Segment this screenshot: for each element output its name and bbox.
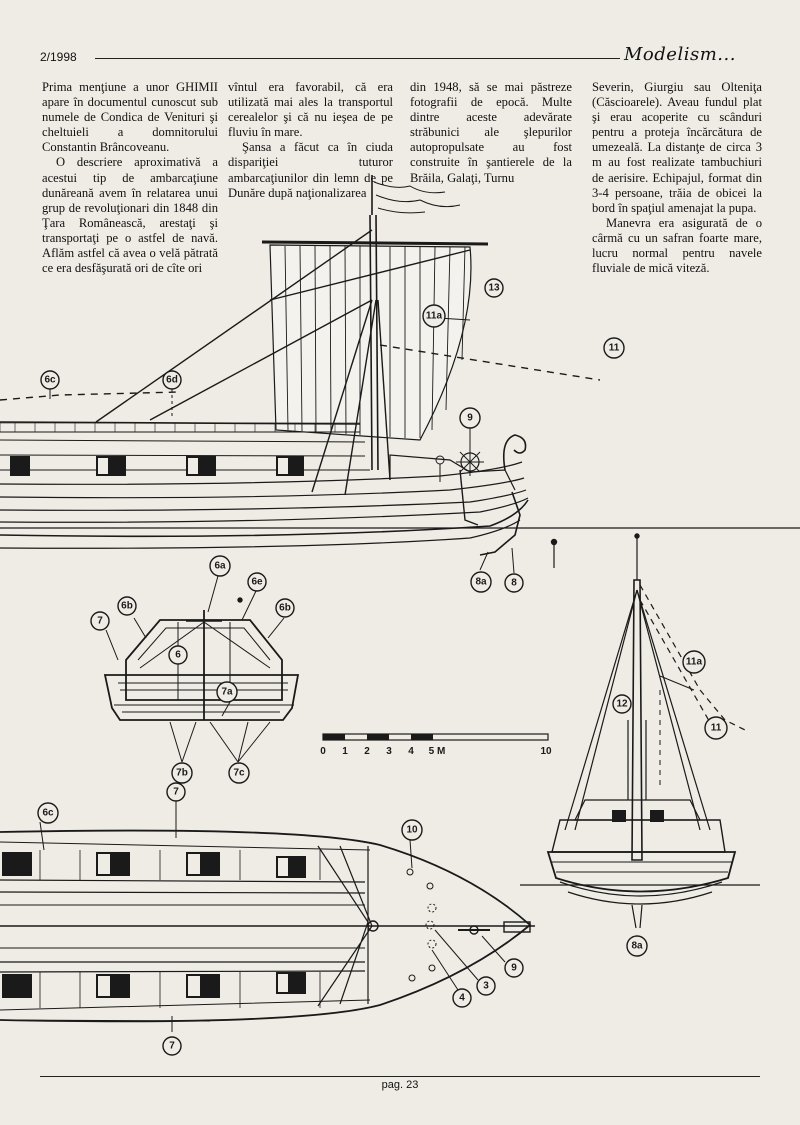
scale-labels: 0 1 2 3 4 5 M 10 bbox=[320, 746, 552, 757]
issue-number: 2/1998 bbox=[40, 50, 77, 64]
header-rule bbox=[95, 58, 620, 59]
paragraph: Severin, Giurgiu sau Olteniţa (Căscioare… bbox=[592, 80, 762, 215]
label-7b: 7b bbox=[176, 768, 188, 779]
label-6b: 6b bbox=[279, 603, 291, 614]
label-11: 11 bbox=[711, 723, 722, 734]
page-number: pag. 23 bbox=[381, 1079, 419, 1091]
footer-rule bbox=[40, 1076, 760, 1077]
label-8a: 8a bbox=[475, 577, 487, 588]
label-6e: 6e bbox=[251, 577, 263, 588]
scale-tick: 4 bbox=[408, 746, 414, 757]
scale-tick: 10 bbox=[540, 746, 552, 757]
label-7a: 7a bbox=[221, 687, 233, 698]
label-9: 9 bbox=[511, 963, 517, 974]
callout-labels: 6c 6d 11a 13 11 9 8a 8 6a 6e 6b 6b 7 6 7… bbox=[42, 283, 721, 1052]
paragraph: Manevra era asigurată de o cârmă cu un s… bbox=[592, 215, 762, 276]
label-8: 8 bbox=[511, 578, 517, 589]
callout-markers bbox=[37, 278, 728, 1056]
label-7: 7 bbox=[97, 616, 103, 627]
label-6c: 6c bbox=[44, 375, 56, 386]
label-13: 13 bbox=[488, 283, 500, 294]
label-10: 10 bbox=[406, 825, 418, 836]
label-6c: 6c bbox=[42, 808, 54, 819]
label-12: 12 bbox=[616, 699, 628, 710]
paragraph: O descriere aproximativă a acestui tip d… bbox=[42, 155, 218, 276]
text-column-3: din 1948, să se mai păstreze fotografii … bbox=[410, 80, 572, 186]
paragraph: Şansa a făcut ca în ciuda dispariţiei tu… bbox=[228, 140, 393, 200]
scale-tick: 0 bbox=[320, 746, 326, 757]
label-11: 11 bbox=[609, 343, 620, 354]
label-6: 6 bbox=[175, 650, 181, 661]
label-8a: 8a bbox=[631, 941, 643, 952]
text-column-4: Severin, Giurgiu sau Olteniţa (Căscioare… bbox=[592, 80, 762, 276]
scale-tick: 5 M bbox=[429, 746, 446, 757]
label-6a: 6a bbox=[214, 561, 226, 572]
plan-view bbox=[0, 800, 535, 1032]
label-9: 9 bbox=[467, 413, 473, 424]
label-11a: 11a bbox=[426, 311, 443, 322]
label-6b: 6b bbox=[121, 601, 133, 612]
label-4: 4 bbox=[459, 993, 465, 1004]
scale-bar bbox=[322, 733, 549, 741]
hatch-windows bbox=[10, 456, 304, 476]
text-column-1: Prima menţiune a unor GHIMII apare în do… bbox=[42, 80, 218, 276]
sail-seams bbox=[284, 245, 466, 438]
magazine-brand: Modelism... bbox=[624, 44, 736, 65]
label-3: 3 bbox=[483, 981, 489, 992]
text-column-2: vîntul era favorabil, că era utilizată m… bbox=[228, 80, 393, 201]
side-elevation bbox=[0, 175, 800, 574]
scale-tick: 1 bbox=[342, 746, 348, 757]
scale-tick: 2 bbox=[364, 746, 370, 757]
paragraph: vîntul era favorabil, că era utilizată m… bbox=[228, 80, 393, 140]
label-6d: 6d bbox=[166, 375, 178, 386]
paragraph: din 1948, să se mai păstreze fotografii … bbox=[410, 80, 572, 185]
front-view bbox=[520, 533, 760, 929]
label-7: 7 bbox=[173, 787, 179, 798]
cross-section bbox=[103, 575, 300, 763]
label-7c: 7c bbox=[233, 768, 245, 779]
scale-tick: 3 bbox=[386, 746, 392, 757]
label-11a: 11a bbox=[686, 657, 703, 668]
paragraph: Prima menţiune a unor GHIMII apare în do… bbox=[42, 80, 218, 155]
label-7: 7 bbox=[169, 1041, 175, 1052]
ship-drawing: 6c 6d 11a 13 11 9 8a 8 6a 6e 6b 6b 7 6 7… bbox=[0, 170, 800, 1075]
plan-hatches bbox=[2, 852, 306, 998]
